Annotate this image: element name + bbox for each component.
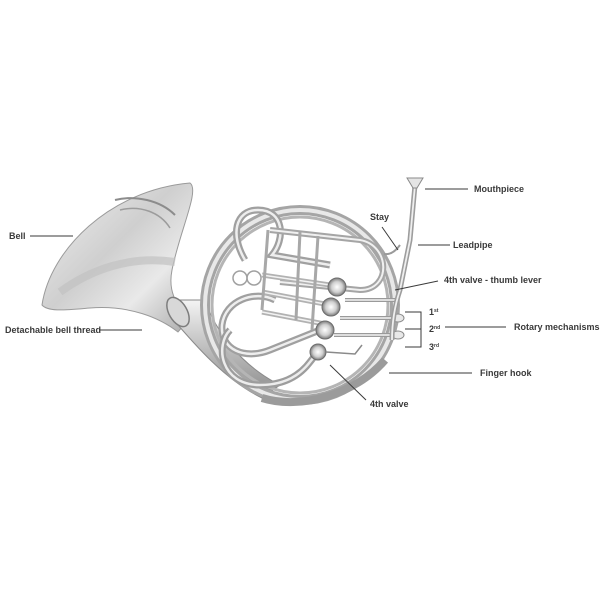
label-rotary-mechanisms: Rotary mechanisms <box>514 322 600 332</box>
leader-lines <box>30 188 506 401</box>
rotary-number-3: 3rd <box>429 342 440 352</box>
valve-1 <box>327 277 347 297</box>
label-finger-hook: Finger hook <box>480 368 532 378</box>
label-bell: Bell <box>9 231 26 241</box>
valve-3 <box>315 320 335 340</box>
label-detachable-bell-thread: Detachable bell thread <box>5 325 102 335</box>
valve-2 <box>321 297 341 317</box>
label-stay: Stay <box>370 212 390 222</box>
leader-thumb-lever <box>394 280 439 291</box>
rotary-valves <box>309 277 405 361</box>
rotary-bracket <box>405 311 422 348</box>
rotary-number-1: 1st <box>429 307 439 317</box>
leadpipe-assembly <box>383 177 424 341</box>
leader-stay <box>381 226 399 251</box>
bell-shape <box>41 182 281 399</box>
label-fourth-valve: 4th valve <box>370 399 409 409</box>
label-leadpipe: Leadpipe <box>453 240 493 250</box>
leader-fourth-valve <box>329 364 367 401</box>
valve-4 <box>309 343 327 361</box>
rotary-number-2: 2nd <box>429 324 441 334</box>
tuning-slides <box>218 206 387 389</box>
label-mouthpiece: Mouthpiece <box>474 184 525 194</box>
label-thumb-lever: 4th valve - thumb lever <box>444 275 542 285</box>
